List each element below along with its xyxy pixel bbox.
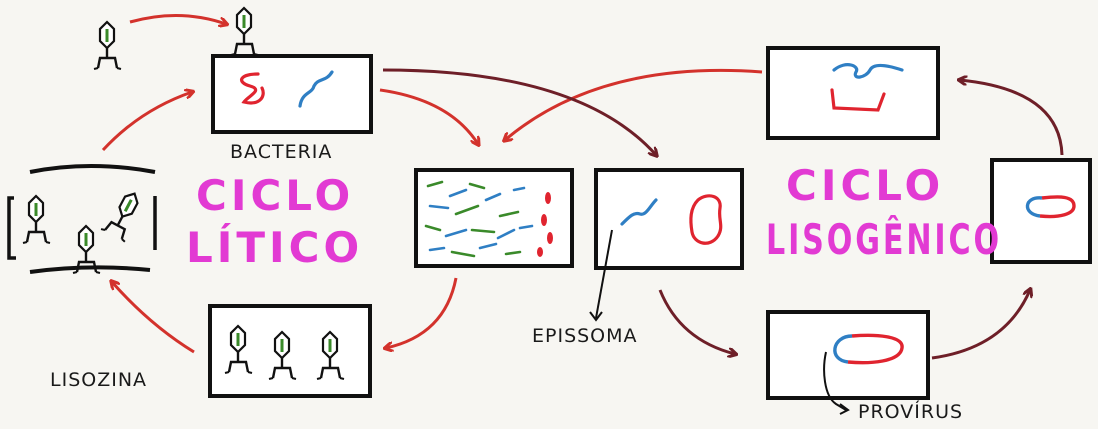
- provirus-box: [766, 310, 930, 415]
- arrow-division-to-topbox: [960, 80, 1064, 156]
- arrow-induction-to-fragments: [505, 68, 763, 140]
- arrow-phage-to-bacteria: [129, 14, 226, 24]
- bacteriophage-icon: [229, 6, 260, 57]
- arrow-episome-to-provirus: [658, 289, 735, 354]
- lytic-title-line1: CICLO: [196, 171, 354, 220]
- fragments-box: [414, 168, 574, 268]
- induction-box: [766, 46, 940, 140]
- bacteriophage-icon: [92, 20, 123, 71]
- arrow-bacteria-to-episome: [382, 68, 656, 155]
- lisozina-label: LISOZINA: [50, 369, 147, 391]
- division-box: [990, 158, 1092, 264]
- bacteriophage-icon: [99, 186, 149, 244]
- lysogenic-title-line1: CICLO: [786, 161, 944, 210]
- bacterial-dna-icon: [240, 72, 265, 105]
- bacteriophage-icon: [21, 194, 52, 245]
- arrow-bacteria-to-fragments: [379, 88, 478, 144]
- epissoma-label: EPISSOMA: [532, 325, 638, 347]
- arrow-lysis-to-bacteria: [101, 92, 192, 152]
- lysogenic-title-line2: LISOGÊNICO: [766, 214, 1002, 264]
- lysis-stage: [7, 164, 157, 275]
- bacteria-box: [211, 54, 373, 134]
- provirus-label: PROVÍRUS: [858, 400, 963, 423]
- bacteria-label: BACTERIA: [230, 141, 332, 163]
- arrow-provirus-to-division: [931, 290, 1030, 360]
- lytic-title-line2: LÍTICO: [186, 222, 363, 272]
- arrow-phages-to-lysis: [112, 282, 195, 354]
- arrow-fragments-to-phages: [386, 277, 458, 348]
- episome-box: [589, 168, 744, 322]
- new-phages-box: [208, 304, 372, 398]
- viral-dna-icon: [298, 70, 334, 108]
